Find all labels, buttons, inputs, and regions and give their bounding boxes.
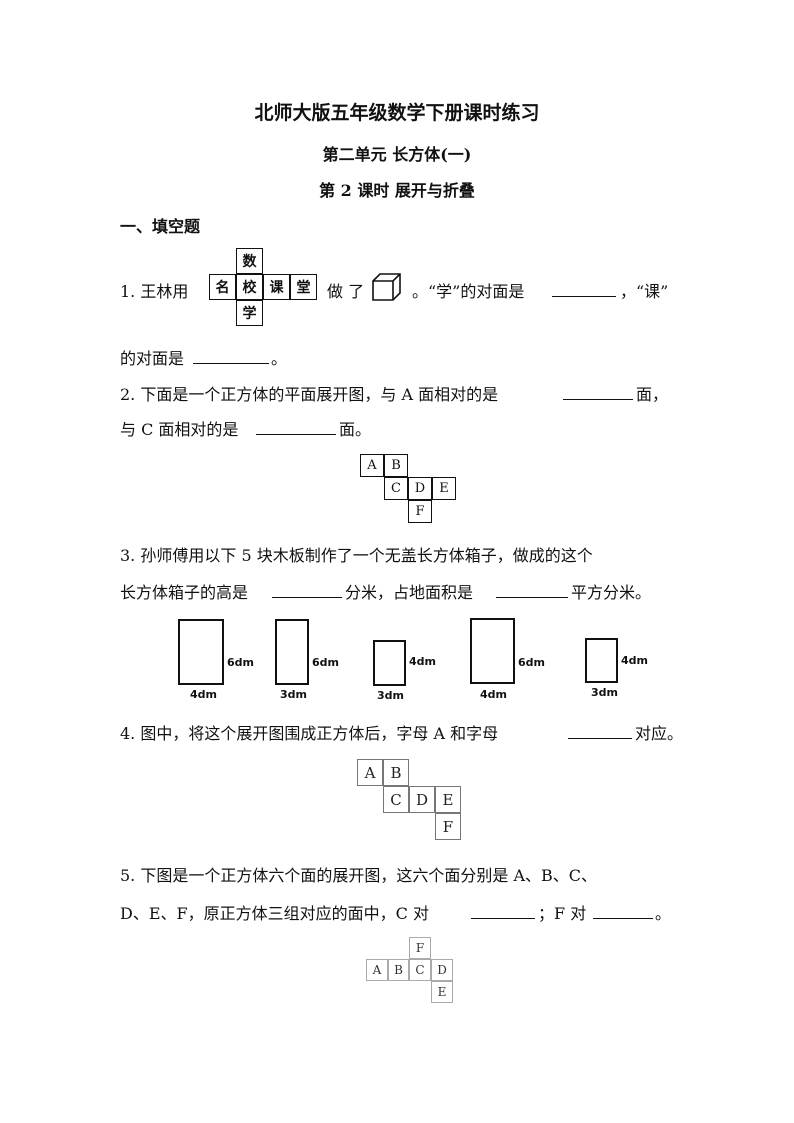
q3-text-3: 分米，占地面积是 xyxy=(345,583,474,602)
q3-answer-blank-1[interactable] xyxy=(272,581,342,598)
net-cell: C xyxy=(383,786,409,813)
q1-text-1: 1. 王林用 xyxy=(120,282,189,301)
q2-text-1: 2. 下面是一个正方体的平面展开图，与 A 面相对的是 xyxy=(120,385,499,404)
q1-text-5: 的对面是 xyxy=(120,349,185,368)
net-cell: D xyxy=(409,786,435,813)
q5-text-3: ；F 对 xyxy=(538,904,587,923)
q1-answer-blank-1[interactable] xyxy=(552,280,616,297)
q3-text-4: 平方分米。 xyxy=(571,583,652,602)
net-cell: C xyxy=(409,959,431,981)
net-cell: A xyxy=(357,759,383,786)
section-heading: 一、填空题 xyxy=(120,217,201,236)
q2-text-3: 与 C 面相对的是 xyxy=(120,420,239,439)
q5-answer-blank-2[interactable] xyxy=(593,902,653,919)
q3-text-1: 3. 孙师傅用以下 5 块木板制作了一个无盖长方体箱子，做成的这个 xyxy=(120,546,593,565)
net-cell: F xyxy=(408,500,432,523)
net-cell: E xyxy=(432,477,456,500)
board-5-width: 3dm xyxy=(591,686,618,699)
board-4-width: 4dm xyxy=(480,688,507,701)
q3-text-2: 长方体箱子的高是 xyxy=(120,583,249,602)
board-1-width: 4dm xyxy=(190,688,217,701)
q2-answer-blank-1[interactable] xyxy=(563,383,633,400)
net-cell: D xyxy=(431,959,453,981)
net-cell: 数 xyxy=(236,248,263,274)
net-cell: C xyxy=(384,477,408,500)
net-cell: 学 xyxy=(236,300,263,326)
net-cell: D xyxy=(408,477,432,500)
board-2-width: 3dm xyxy=(280,688,307,701)
board-1 xyxy=(178,619,224,685)
q1-answer-blank-2[interactable] xyxy=(193,347,269,364)
lesson-title: 第 2 课时 展开与折叠 xyxy=(319,181,475,200)
q4-answer-blank[interactable] xyxy=(568,722,632,739)
q2-text-4: 面。 xyxy=(339,420,372,439)
net-cell: E xyxy=(431,981,453,1003)
board-2 xyxy=(275,619,309,685)
net-cell: F xyxy=(409,937,431,959)
net-cell: A xyxy=(360,454,384,477)
cube-icon xyxy=(372,273,401,301)
unit-title: 第二单元 长方体(一) xyxy=(322,145,472,164)
q5-answer-blank-1[interactable] xyxy=(471,902,535,919)
board-5 xyxy=(585,638,618,683)
q5-text-1: 5. 下图是一个正方体六个面的展开图，这六个面分别是 A、B、C、 xyxy=(120,866,597,885)
board-1-height: 6dm xyxy=(227,656,254,669)
board-3 xyxy=(373,640,406,686)
q5-text-2: D、E、F，原正方体三组对应的面中，C 对 xyxy=(120,904,429,923)
net-cell: F xyxy=(435,813,461,840)
q4-text-2: 对应。 xyxy=(635,724,684,743)
net-cell: 堂 xyxy=(290,274,317,300)
net-cell: 课 xyxy=(263,274,290,300)
q1-text-3: 。“学”的对面是 xyxy=(412,282,525,301)
board-3-width: 3dm xyxy=(377,689,404,702)
q2-answer-blank-2[interactable] xyxy=(256,418,336,435)
board-4 xyxy=(470,618,515,684)
net-cell: 校 xyxy=(236,274,263,300)
q4-text-1: 4. 图中，将这个展开图围成正方体后，字母 A 和字母 xyxy=(120,724,499,743)
page-title: 北师大版五年级数学下册课时练习 xyxy=(254,102,540,124)
net-cell: A xyxy=(366,959,388,981)
q2-text-2: 面， xyxy=(636,385,669,404)
q1-text-4: ，“课” xyxy=(620,282,669,301)
net-cell: 名 xyxy=(209,274,236,300)
q5-text-4: 。 xyxy=(655,904,672,923)
net-cell: B xyxy=(384,454,408,477)
board-3-height: 4dm xyxy=(409,655,436,668)
board-4-height: 6dm xyxy=(518,656,545,669)
q1-text-2: 做 了 xyxy=(327,282,365,301)
net-cell: E xyxy=(435,786,461,813)
board-5-height: 4dm xyxy=(621,654,648,667)
net-cell: B xyxy=(388,959,409,981)
net-cell: B xyxy=(383,759,409,786)
q1-text-6: 。 xyxy=(271,349,288,368)
q3-answer-blank-2[interactable] xyxy=(496,581,568,598)
board-2-height: 6dm xyxy=(312,656,339,669)
